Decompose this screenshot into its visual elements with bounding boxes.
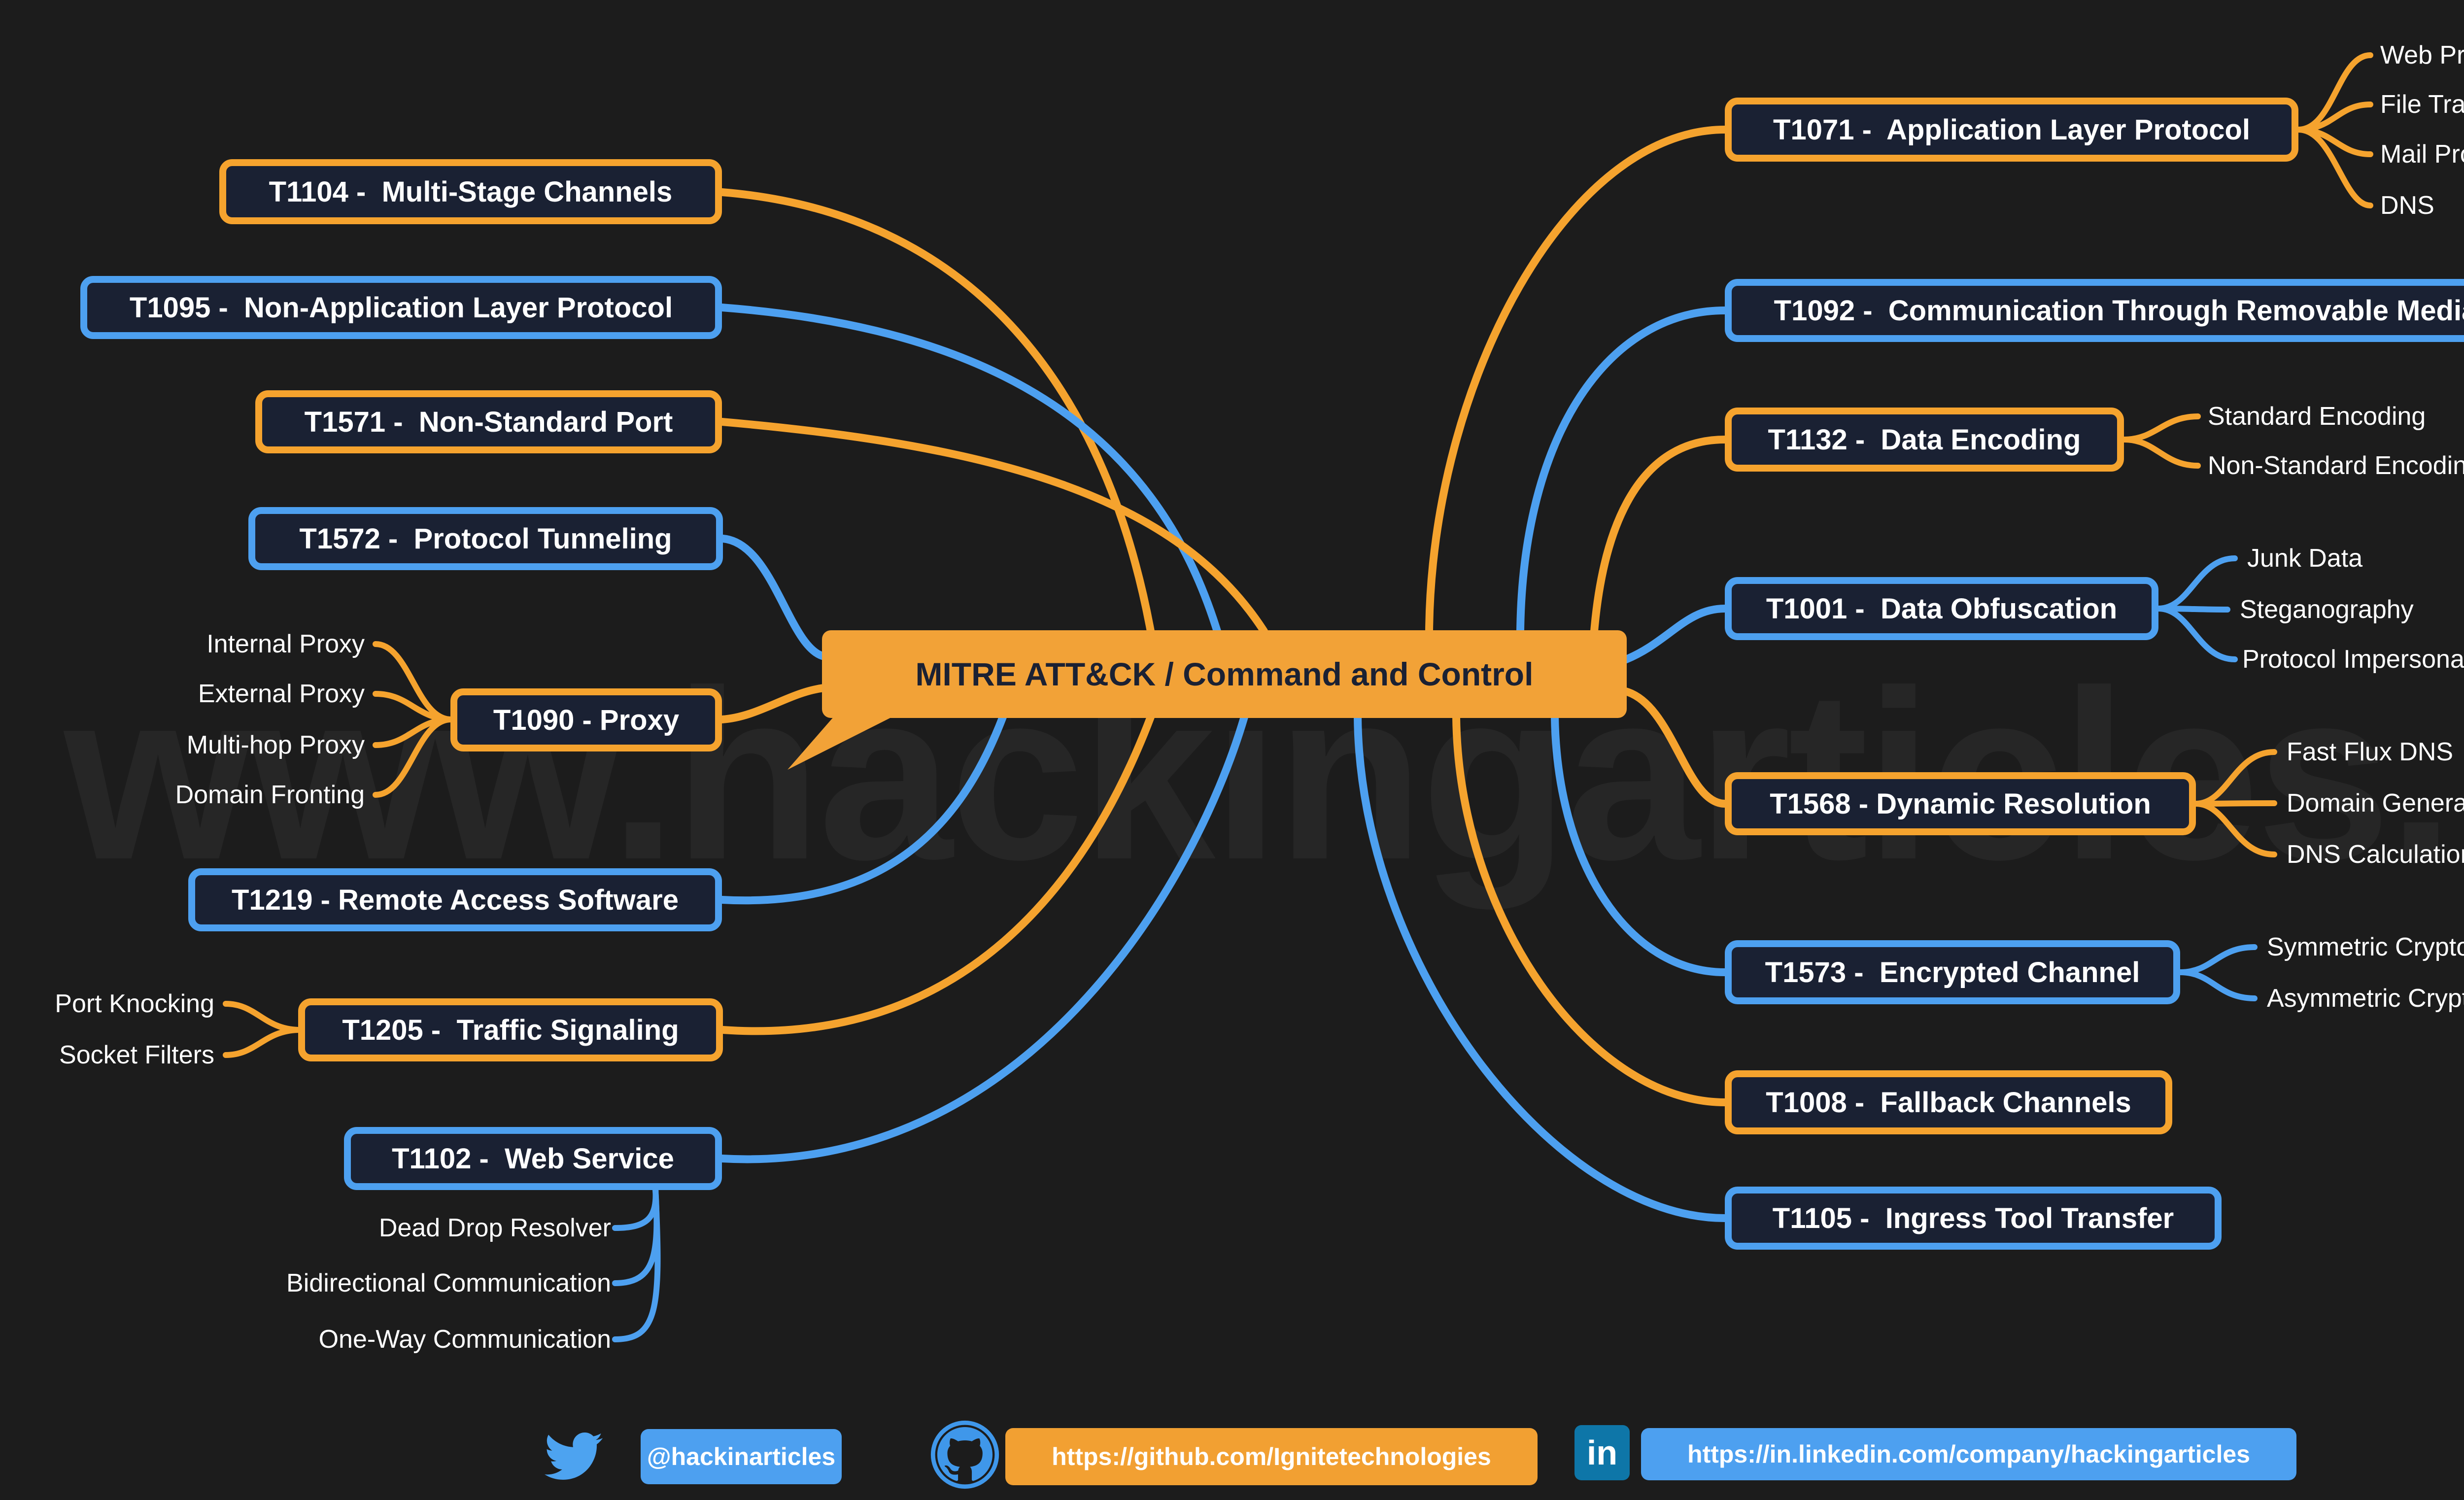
subtech-external-proxy: External Proxy [198, 680, 365, 708]
hook-symmetric-cryptography [2177, 944, 2258, 975]
linkedin-icon[interactable]: in [1574, 1425, 1630, 1480]
subtech-dns-calculation: DNS Calculation [2287, 840, 2464, 869]
hook-dns [2295, 127, 2373, 208]
child-connectors [223, 52, 2373, 1342]
hook-file-transfer-protocols [2295, 102, 2373, 133]
subtech-mail-protocols: Mail Protocols [2380, 140, 2464, 169]
node-t1132-data-encoding: T1132 - Data Encoding [1725, 408, 2124, 472]
connector-t1105 [1354, 713, 1729, 1222]
hook-port-knocking [223, 1001, 301, 1033]
hook-junk-data [2156, 555, 2238, 612]
node-t1090-proxy: T1090 - Proxy [450, 688, 722, 751]
subtech-junk-data: Junk Data [2247, 544, 2363, 573]
twitter-handle-button[interactable]: @hackinarticles [641, 1429, 842, 1484]
node-t1095-non-application-layer-protocol: T1095 - Non-Application Layer Protocol [80, 276, 722, 339]
subtech-internal-proxy: Internal Proxy [206, 630, 365, 658]
subtech-symmetric-cryptography: Symmetric Cryptography [2267, 933, 2464, 961]
center-node-title: MITRE ATT&CK / Command and Control [822, 630, 1627, 718]
connector-t1090 [718, 684, 828, 723]
connector-t1219 [718, 713, 1007, 905]
connector-t1573 [1551, 713, 1729, 976]
subtech-one-way-communication: One-Way Communication [318, 1325, 611, 1354]
node-t1071-application-layer-protocol: T1071 - Application Layer Protocol [1725, 98, 2298, 162]
subtech-protocol-impersonation: Protocol Impersonation [2242, 645, 2464, 674]
twitter-icon[interactable] [545, 1427, 603, 1485]
hook-bidirectional-communication [612, 1186, 660, 1286]
hook-dead-drop-resolver [612, 1186, 659, 1231]
node-t1568-dynamic-resolution: T1568 - Dynamic Resolution [1725, 772, 2196, 835]
node-t1571-non-standard-port: T1571 - Non-Standard Port [255, 390, 722, 453]
connector-t1071 [1425, 126, 1729, 635]
hook-dns-calculation [2193, 801, 2277, 857]
connector-t1092 [1516, 307, 1729, 635]
github-url-button[interactable]: https://github.com/Ignitetechnologies [1005, 1428, 1538, 1485]
node-t1105-ingress-tool-transfer: T1105 - Ingress Tool Transfer [1725, 1187, 2222, 1250]
connector-t1104 [718, 188, 1155, 635]
hook-standard-encoding [2121, 413, 2201, 443]
connector-t1008 [1452, 713, 1729, 1106]
subtech-port-knocking: Port Knocking [55, 989, 214, 1018]
node-t1092-communication-through-removable-media: T1092 - Communication Through Removable … [1725, 279, 2464, 342]
connector-t1001 [1620, 605, 1729, 664]
hook-asymmetric-cryptography [2177, 969, 2258, 1001]
node-t1205-traffic-signaling: T1205 - Traffic Signaling [298, 998, 723, 1061]
node-t1102-web-service: T1102 - Web Service [344, 1127, 722, 1190]
subtech-fast-flux-dns: Fast Flux DNS [2287, 738, 2454, 766]
node-t1572-protocol-tunneling: T1572 - Protocol Tunneling [248, 507, 723, 570]
connector-t1571 [718, 418, 1268, 635]
hook-protocol-impersonation [2156, 606, 2238, 662]
subtech-socket-filters: Socket Filters [59, 1041, 214, 1069]
subtech-dns: DNS [2380, 191, 2434, 220]
subtech-multi-hop-proxy: Multi-hop Proxy [186, 731, 365, 759]
hook-external-proxy [373, 691, 453, 722]
hook-socket-filters [223, 1027, 301, 1058]
hook-domain-fronting [373, 716, 453, 798]
connector-t1568 [1620, 687, 1729, 808]
subtech-standard-encoding: Standard Encoding [2208, 402, 2426, 431]
subtech-web-protocols: Web Protocols [2380, 41, 2464, 69]
node-t1104-multi-stage-channels: T1104 - Multi-Stage Channels [219, 159, 722, 224]
subtech-file-transfer-protocols: File Transfer Protocols [2380, 90, 2464, 119]
hook-non-standard-encoding [2121, 437, 2201, 469]
center-node-tail [787, 712, 902, 770]
subtech-bidirectional-communication: Bidirectional Communication [286, 1269, 611, 1297]
node-t1008-fallback-channels: T1008 - Fallback Channels [1725, 1070, 2172, 1134]
connector-t1102 [718, 713, 1248, 1163]
subtech-dead-drop-resolver: Dead Drop Resolver [378, 1214, 611, 1242]
hook-one-way-communication [612, 1186, 661, 1342]
subtech-steganography: Steganography [2240, 595, 2414, 624]
subtech-asymmetric-cryptography: Asymmetric Cryptography [2267, 984, 2464, 1013]
linkedin-url-button[interactable]: https://in.linkedin.com/company/hackinga… [1641, 1428, 2296, 1480]
node-t1219-remote-access-software: T1219 - Remote Access Software [188, 868, 722, 931]
main-connectors [718, 126, 1729, 1222]
node-t1001-data-obfuscation: T1001 - Data Obfuscation [1725, 577, 2158, 640]
hook-fast-flux-dns [2193, 749, 2277, 807]
subtech-domain-fronting: Domain Fronting [175, 781, 365, 809]
connector-t1132 [1590, 436, 1729, 635]
connector-t1205 [719, 713, 1155, 1035]
node-t1573-encrypted-channel: T1573 - Encrypted Channel [1725, 940, 2180, 1004]
github-icon[interactable] [930, 1420, 999, 1489]
subtech-domain-generation-algorithms: Domain Generation Algorithms [2287, 789, 2464, 818]
subtech-non-standard-encoding: Non-Standard Encoding [2208, 451, 2464, 480]
connector-t1572 [719, 535, 828, 660]
